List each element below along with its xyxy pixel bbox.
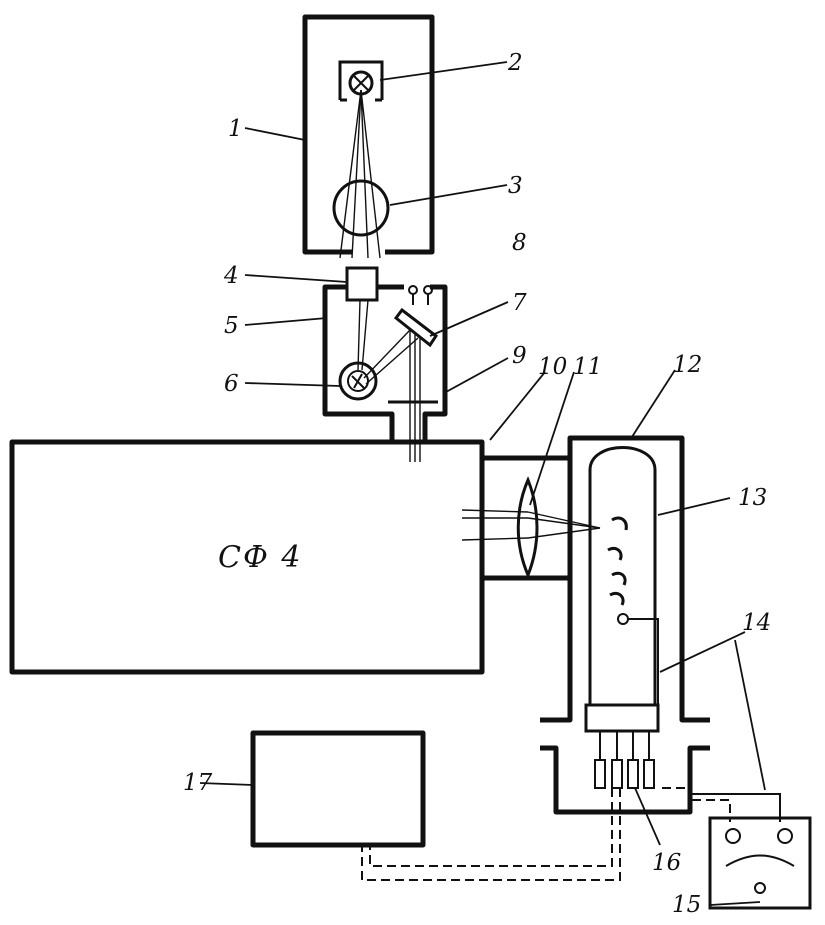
- illuminator-housing: [302, 14, 435, 255]
- connecting-tube: [479, 435, 710, 723]
- photomultiplier-housing: [540, 458, 710, 815]
- label-12: 12: [673, 352, 702, 378]
- lens-rays: [461, 509, 601, 541]
- leader-lines: [199, 61, 766, 906]
- number-labels: 1 2 3 4 8 5 7 6 9 10 11 12 13 14 16 17 1…: [183, 50, 771, 918]
- label-14: 14: [742, 610, 771, 636]
- label-9: 9: [512, 343, 527, 369]
- label-4: 4: [223, 263, 239, 289]
- filter-window: [345, 266, 379, 302]
- measuring-instrument: [708, 816, 812, 910]
- label-13: 13: [738, 485, 767, 511]
- label-1: 1: [228, 116, 243, 142]
- label-8: 8: [512, 230, 527, 256]
- label-10: 10: [538, 354, 567, 380]
- label-2: 2: [507, 50, 523, 76]
- photomultiplier-tube: [588, 446, 659, 707]
- lamp-rays: [339, 89, 381, 259]
- label-3: 3: [508, 173, 523, 199]
- power-supply-unit: [250, 730, 426, 848]
- power-cable: [361, 788, 621, 881]
- label-16: 16: [652, 850, 681, 876]
- label-11: 11: [573, 354, 602, 380]
- condenser-lens: [332, 179, 390, 237]
- label-7: 7: [512, 290, 527, 316]
- tube-base: [584, 703, 660, 789]
- rotating-mirror: [393, 307, 439, 348]
- adjustment-screws: [408, 285, 433, 305]
- label-17: 17: [183, 770, 213, 796]
- focusing-lens: [516, 476, 539, 579]
- label-6: 6: [224, 371, 239, 397]
- signal-wires: [662, 787, 781, 822]
- label-15: 15: [672, 892, 701, 918]
- label-5: 5: [224, 313, 239, 339]
- compartment-rays: [357, 299, 421, 462]
- sample-compartment: [9, 284, 485, 675]
- device-label: СФ 4: [218, 540, 302, 575]
